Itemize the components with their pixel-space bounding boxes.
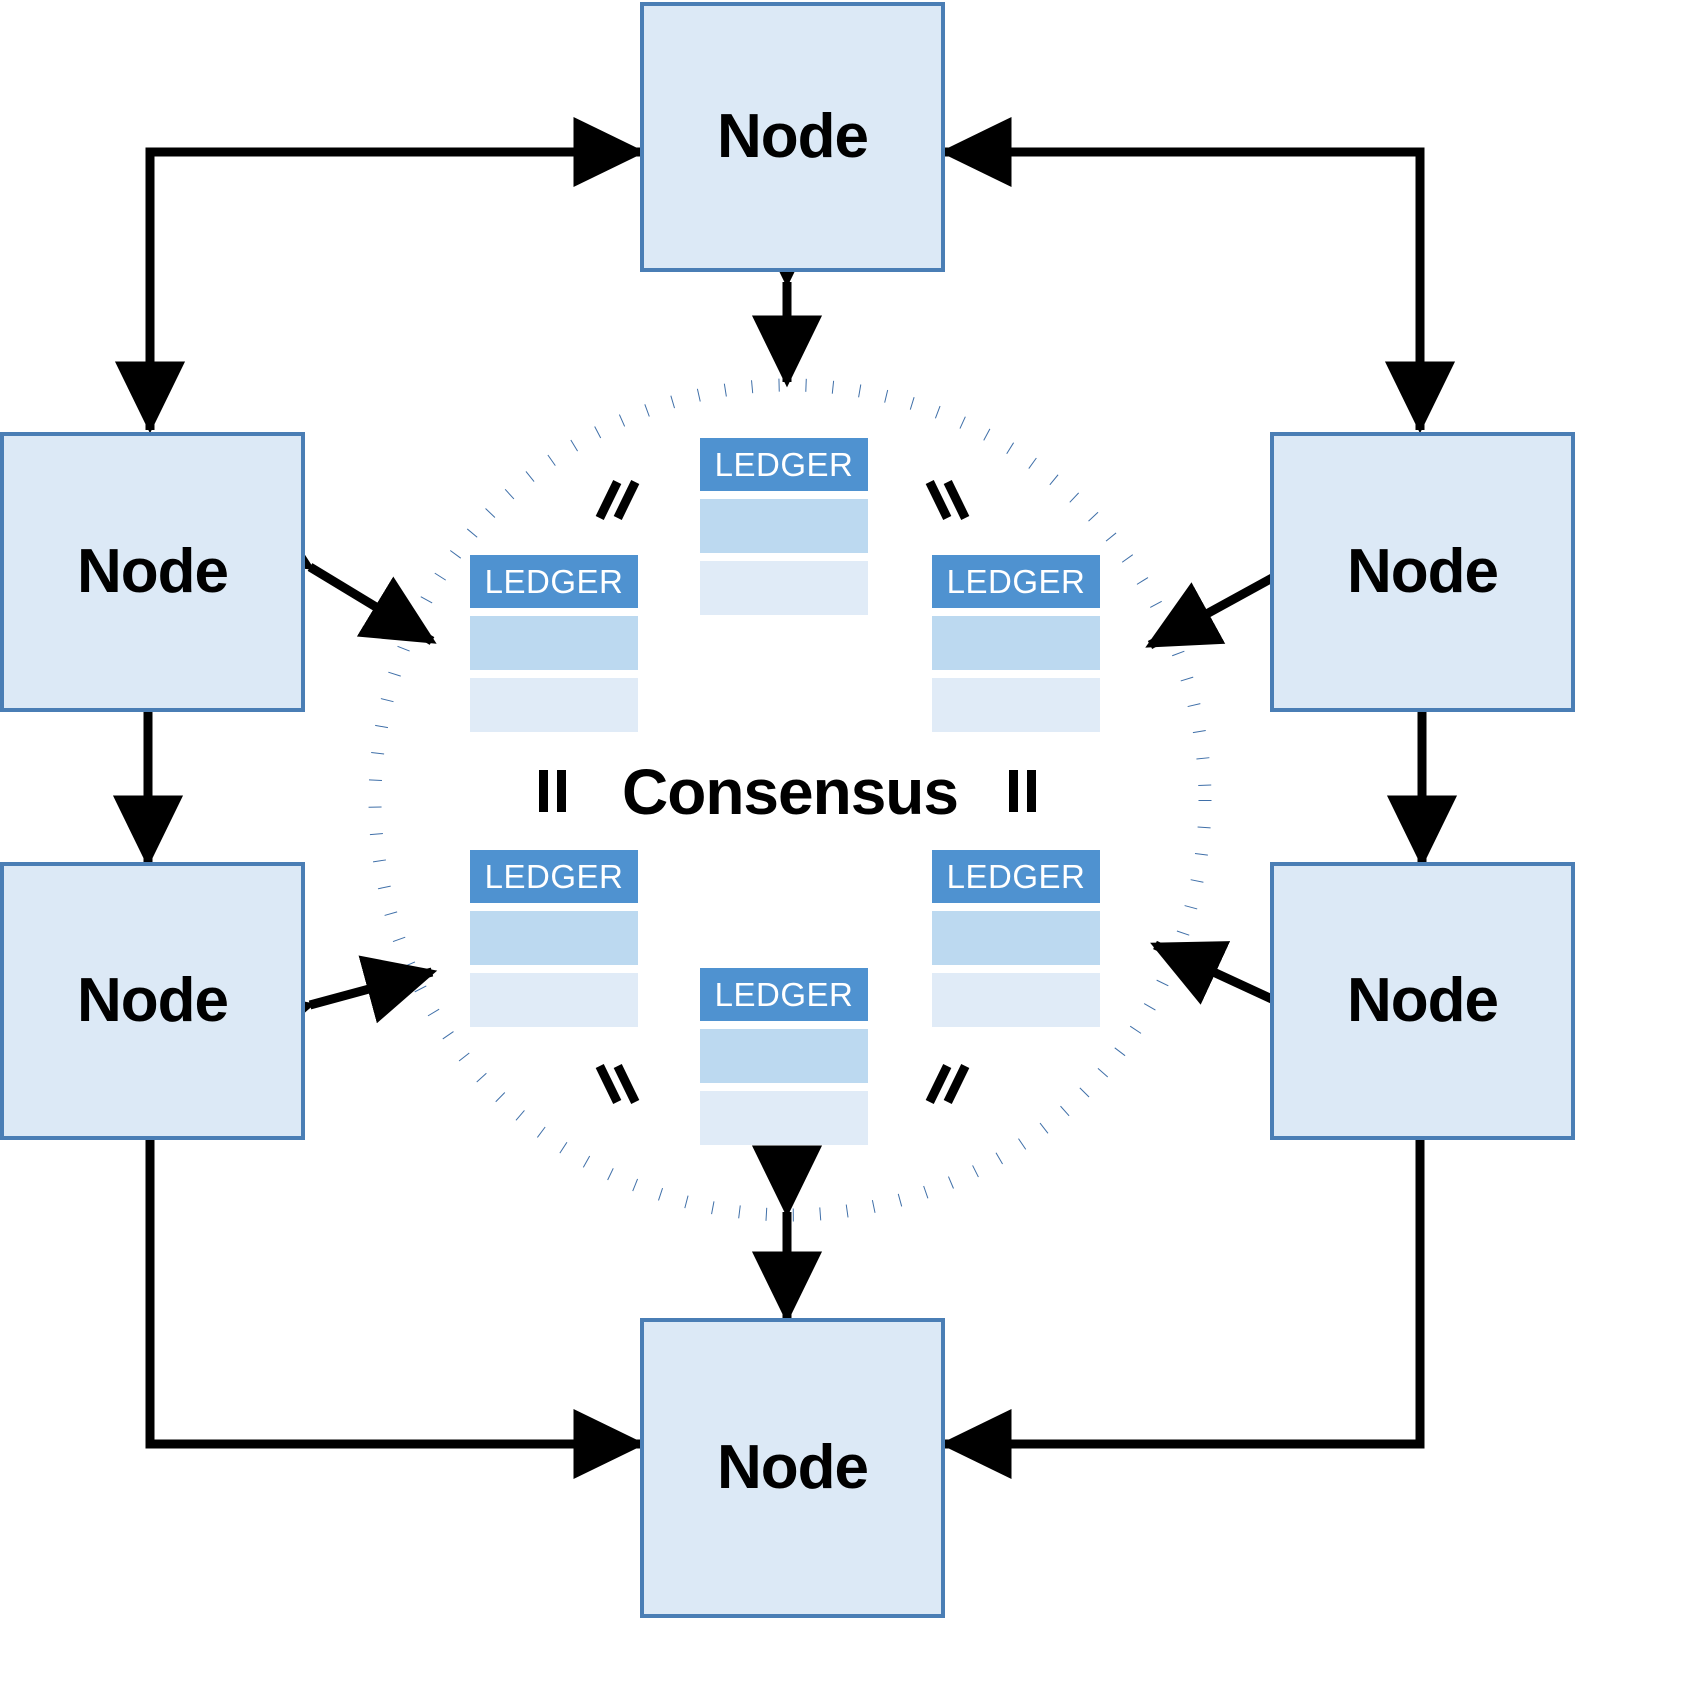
ledger-right-upper-row-2 (932, 678, 1100, 732)
ledger-right-lower[interactable]: LEDGER (932, 850, 1100, 1027)
ledger-left-lower-header: LEDGER (470, 850, 638, 903)
ledger-bottom-header-label: LEDGER (714, 976, 854, 1013)
eq-bottom-left-icon (595, 1062, 646, 1108)
arrow-right-lower-to-consensus (1150, 940, 1350, 1060)
node-left-lower-label: Node (77, 966, 229, 1035)
ledger-right-lower-header-label: LEDGER (946, 858, 1086, 895)
ledger-left-upper-row-1 (470, 616, 638, 670)
ledger-top-row-1 (700, 499, 868, 553)
arrow-left-upper-to-consensus (234, 502, 437, 645)
eq-top-left-icon (595, 478, 646, 524)
eq-mid-left-icon (535, 768, 581, 814)
ledger-right-upper-header-label: LEDGER (946, 563, 1086, 600)
eq-mid-right-icon (1005, 768, 1051, 814)
node-left-upper[interactable]: Node (0, 432, 305, 712)
arrow-left-lower-to-consensus (236, 955, 438, 1057)
ledger-right-lower-row-2 (932, 973, 1100, 1027)
arrow-left-lower-to-bottom-node (145, 1140, 646, 1480)
node-right-upper[interactable]: Node (1270, 432, 1575, 712)
ledger-right-upper-row-1 (932, 616, 1100, 670)
node-right-lower[interactable]: Node (1270, 862, 1575, 1140)
ledger-bottom-header: LEDGER (700, 968, 868, 1021)
ledger-right-upper[interactable]: LEDGER (932, 555, 1100, 732)
ledger-left-upper-header-label: LEDGER (484, 563, 624, 600)
ledger-right-lower-row-1 (932, 911, 1100, 965)
node-bottom-label: Node (717, 1433, 869, 1502)
arrow-elbow-left-down (114, 147, 640, 434)
arrow-right-upper-to-consensus (1145, 514, 1350, 649)
node-right-upper-label: Node (1347, 537, 1499, 606)
ledger-top-header-label: LEDGER (714, 446, 854, 483)
ledger-bottom-row-1 (700, 1029, 868, 1083)
ledger-right-lower-header: LEDGER (932, 850, 1100, 903)
arrow-top-node-to-left-upper (145, 116, 646, 430)
node-left-lower[interactable]: Node (0, 862, 305, 1140)
ledger-top-row-2 (700, 561, 868, 615)
ledger-left-upper-header: LEDGER (470, 555, 638, 608)
eq-bottom-right-icon (925, 1062, 976, 1108)
ledger-right-upper-header: LEDGER (932, 555, 1100, 608)
ledger-left-lower-row-2 (470, 973, 638, 1027)
ledger-left-upper[interactable]: LEDGER (470, 555, 638, 732)
arrow-right-lower-to-bottom-node (939, 1140, 1425, 1480)
ledger-bottom[interactable]: LEDGER (700, 968, 868, 1145)
ledger-left-lower[interactable]: LEDGER (470, 850, 638, 1027)
node-right-lower-label: Node (1347, 966, 1499, 1035)
node-top-label: Node (717, 102, 869, 171)
ledger-top-header: LEDGER (700, 438, 868, 491)
consensus-label: Consensus (622, 756, 959, 828)
eq-top-right-icon (925, 478, 976, 524)
ledger-left-upper-row-2 (470, 678, 638, 732)
ledger-bottom-row-2 (700, 1091, 868, 1145)
ledger-top[interactable]: LEDGER (700, 438, 868, 615)
ledger-left-lower-row-1 (470, 911, 638, 965)
node-top[interactable]: Node (640, 2, 945, 272)
arrow-right-upper-to-top-node (939, 116, 1425, 430)
node-bottom[interactable]: Node (640, 1318, 945, 1618)
arrow-elbow-right-down (945, 147, 1456, 434)
node-left-upper-label: Node (77, 537, 229, 606)
ledger-left-lower-header-label: LEDGER (484, 858, 624, 895)
